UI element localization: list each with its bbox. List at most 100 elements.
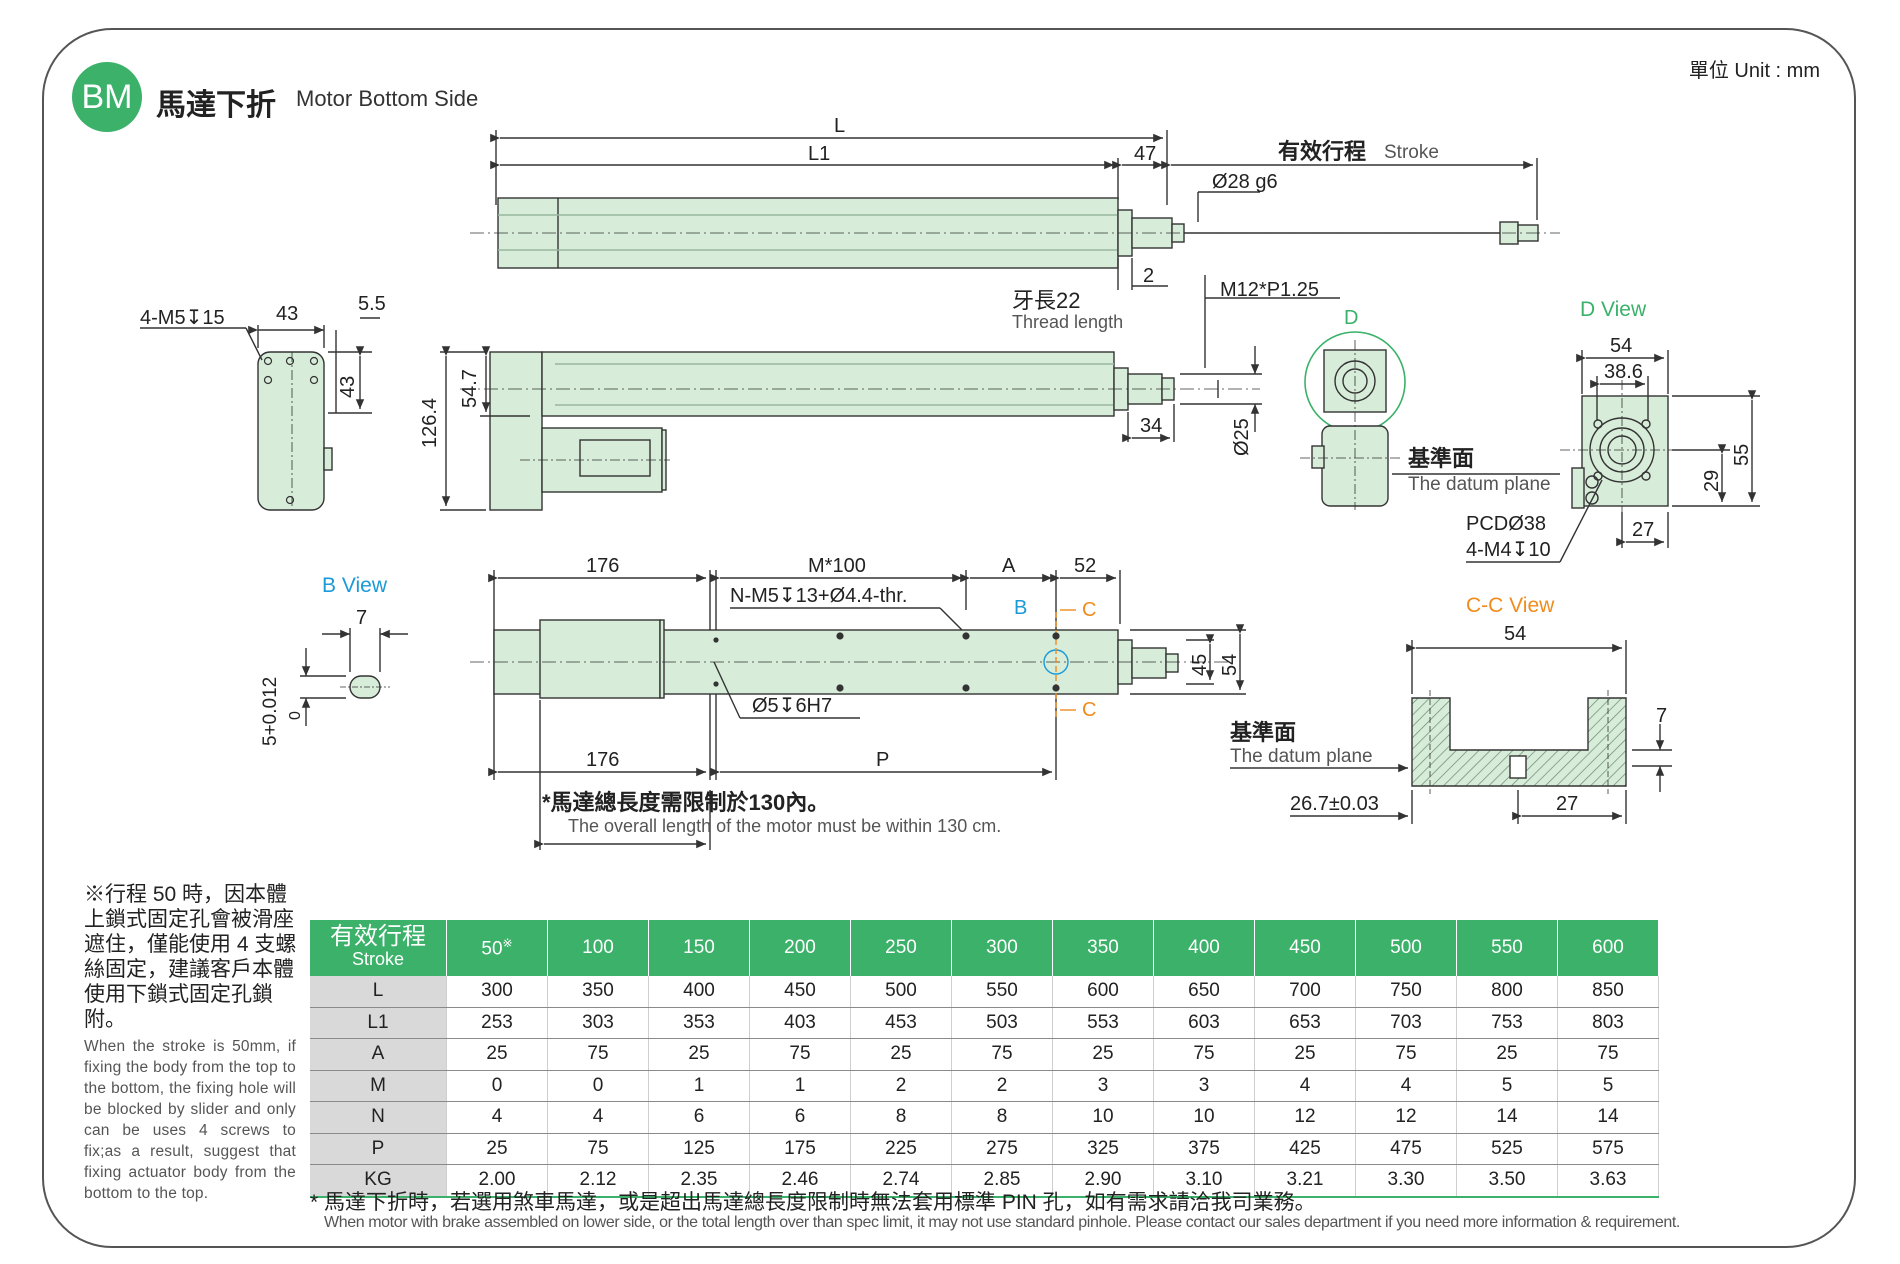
footer-note-zh: * 馬達下折時，若選用煞車馬達，或是超出馬達總長度限制時無法套用標準 PIN 孔… xyxy=(310,1191,1316,1214)
row-label: L1 xyxy=(310,1007,447,1039)
table-cell: 5 xyxy=(1557,1070,1659,1102)
spec-header-stroke: 有效行程 Stroke xyxy=(310,920,447,976)
table-cell: 253 xyxy=(446,1007,548,1039)
d-view xyxy=(1466,350,1760,563)
title-en: Motor Bottom Side xyxy=(296,86,479,111)
stroke-col: 50※ xyxy=(446,920,548,976)
footer-note-en: When motor with brake assembled on lower… xyxy=(324,1214,1680,1231)
table-cell: 353 xyxy=(648,1007,750,1039)
d-dim-55: 55 xyxy=(1731,444,1753,466)
table-cell: 650 xyxy=(1153,976,1255,1008)
d-dim-27: 27 xyxy=(1632,519,1654,541)
stroke-50-note-zh: ※行程 50 時，因本體上鎖式固定孔會被滑座遮住，僅能使用 4 支螺絲固定，建議… xyxy=(84,883,297,1031)
bm-badge: BM xyxy=(72,62,142,132)
thread-length-zh: 牙長22 xyxy=(1012,288,1080,313)
table-cell: 25 xyxy=(1456,1038,1558,1071)
side-view xyxy=(440,346,1262,511)
table-cell: 703 xyxy=(1355,1007,1457,1039)
bottom-pin-spec: Ø5↧6H7 xyxy=(752,695,832,717)
table-cell: 275 xyxy=(951,1133,1053,1165)
table-cell: 2 xyxy=(951,1070,1053,1102)
bottom-dim-A: A xyxy=(1002,555,1016,577)
b-dim-7: 7 xyxy=(356,607,367,629)
table-cell: 2 xyxy=(850,1070,952,1102)
bottom-view xyxy=(470,570,1246,850)
table-cell: 10 xyxy=(1052,1101,1154,1134)
table-cell: 4 xyxy=(1355,1070,1457,1102)
row-label: KG xyxy=(310,1164,447,1198)
table-cell: 303 xyxy=(547,1007,649,1039)
end-dim-5-5: 5.5 xyxy=(358,293,386,315)
table-cell: 550 xyxy=(951,976,1053,1008)
table-cell: 75 xyxy=(1557,1038,1659,1071)
stroke-col: 550 xyxy=(1456,920,1558,976)
table-cell: 3.10 xyxy=(1153,1164,1255,1198)
bottom-dim-P: P xyxy=(876,749,889,771)
cc-dim-26-7: 26.7±0.03 xyxy=(1290,793,1379,815)
table-cell: 600 xyxy=(1052,976,1154,1008)
table-cell: 6 xyxy=(648,1101,750,1134)
end-tap-spec: 4-M5↧15 xyxy=(140,307,225,329)
d-pcd: PCDØ38 xyxy=(1466,513,1546,535)
table-cell: 3.63 xyxy=(1557,1164,1659,1198)
thread-spec: M12*P1.25 xyxy=(1220,279,1319,301)
table-cell: 25 xyxy=(1052,1038,1154,1071)
end-view xyxy=(140,317,380,511)
table-cell: 0 xyxy=(547,1070,649,1102)
side-dim-126-4: 126.4 xyxy=(419,398,441,448)
table-cell: 400 xyxy=(648,976,750,1008)
page-frame xyxy=(42,28,1856,1248)
table-cell: 3 xyxy=(1153,1070,1255,1102)
d-view-title: D View xyxy=(1580,298,1647,321)
table-cell: 425 xyxy=(1254,1133,1356,1165)
rod-diameter: Ø28 g6 xyxy=(1212,171,1278,193)
end-view-screws xyxy=(263,356,319,505)
d-datum-en: The datum plane xyxy=(1408,474,1551,495)
table-cell: 575 xyxy=(1557,1133,1659,1165)
cc-view xyxy=(1230,640,1672,824)
row-label: L xyxy=(310,976,447,1008)
table-cell: 3 xyxy=(1052,1070,1154,1102)
table-cell: 753 xyxy=(1456,1007,1558,1039)
table-cell: 1 xyxy=(648,1070,750,1102)
stroke-col: 400 xyxy=(1153,920,1255,976)
table-cell: 800 xyxy=(1456,976,1558,1008)
table-cell: 4 xyxy=(1254,1070,1356,1102)
motor-length-note-en: The overall length of the motor must be … xyxy=(568,816,1001,836)
bottom-marker-c1: C xyxy=(1082,599,1096,621)
stroke-label-en: Stroke xyxy=(1384,142,1439,163)
stroke-col: 150 xyxy=(648,920,750,976)
side-dim-34: 34 xyxy=(1140,415,1162,437)
table-cell: 12 xyxy=(1254,1101,1356,1134)
stroke-label-zh: 有效行程 xyxy=(1278,139,1366,164)
table-cell: 375 xyxy=(1153,1133,1255,1165)
table-cell: 2.46 xyxy=(749,1164,851,1198)
bottom-dim-54: 54 xyxy=(1219,654,1241,676)
d-dim-54: 54 xyxy=(1610,335,1632,357)
table-cell: 4 xyxy=(547,1101,649,1134)
stroke-col: 350 xyxy=(1052,920,1154,976)
d-dim-38-6: 38.6 xyxy=(1604,361,1643,383)
table-cell: 14 xyxy=(1456,1101,1558,1134)
table-cell: 75 xyxy=(749,1038,851,1071)
motor-length-note-zh: *馬達總長度需限制於130內。 xyxy=(542,790,829,815)
table-cell: 12 xyxy=(1355,1101,1457,1134)
stroke-col: 500 xyxy=(1355,920,1457,976)
table-cell: 5 xyxy=(1456,1070,1558,1102)
bottom-dim-m100: M*100 xyxy=(808,555,866,577)
cc-view-title: C-C View xyxy=(1466,594,1555,617)
bottom-dim-176a: 176 xyxy=(586,555,619,577)
end-dim-43b: 43 xyxy=(337,376,359,398)
table-cell: 8 xyxy=(951,1101,1053,1134)
cc-datum-en: The datum plane xyxy=(1230,746,1373,767)
table-cell: 6 xyxy=(749,1101,851,1134)
stroke-col: 600 xyxy=(1557,920,1659,976)
spec-table: 有效行程 Stroke 50※ 100 150 200 250 300 350 … xyxy=(310,920,1659,1198)
table-cell: 225 xyxy=(850,1133,952,1165)
table-cell: 75 xyxy=(1355,1038,1457,1071)
spec-header-en: Stroke xyxy=(351,949,405,969)
stroke-mark: ※ xyxy=(502,935,513,950)
